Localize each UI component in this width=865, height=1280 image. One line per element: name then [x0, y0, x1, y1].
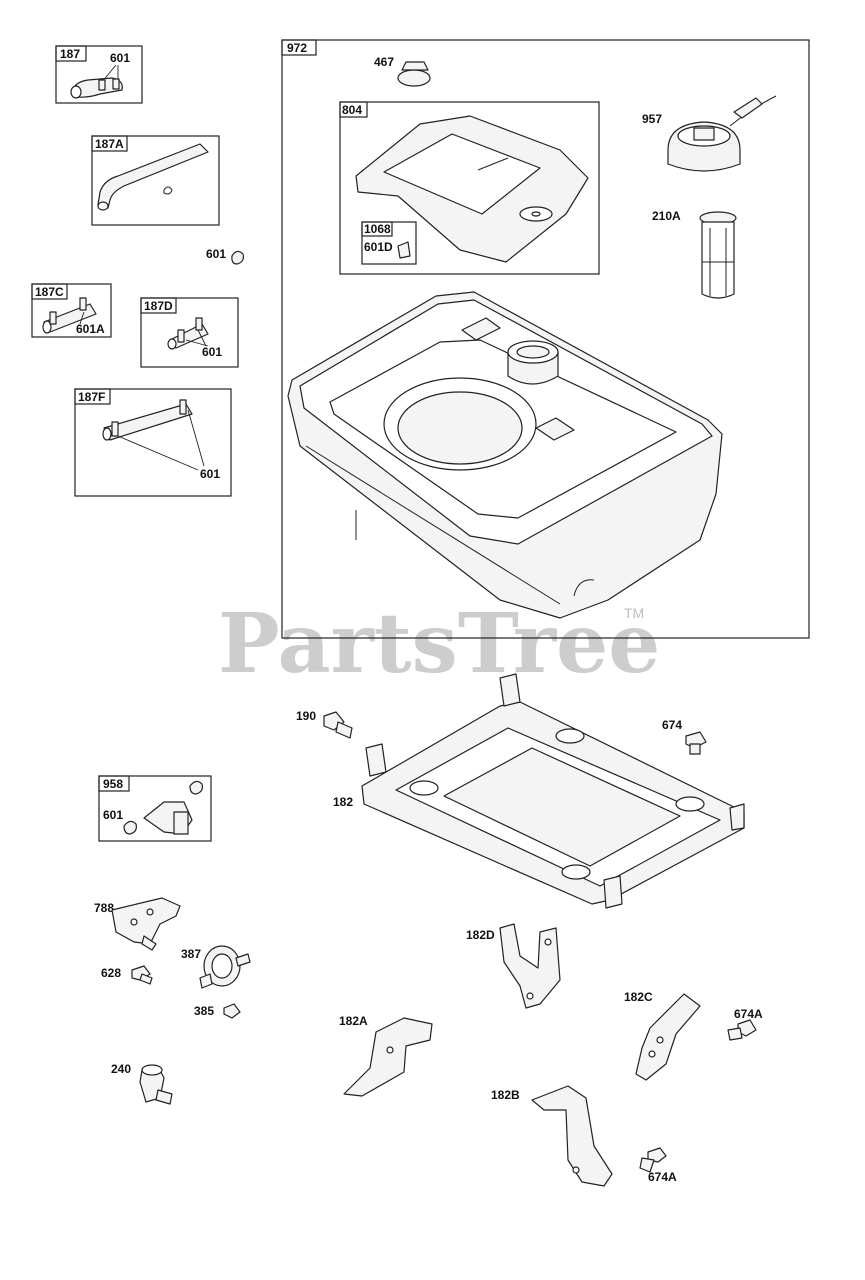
part-467-cap[interactable]: 467 [374, 55, 431, 87]
callout-601-187D: 601 [202, 345, 222, 359]
part-601-loose[interactable]: 601 [206, 247, 244, 265]
kit-804[interactable]: 804 1068 601D [339, 101, 600, 275]
callout-957: 957 [642, 112, 662, 126]
box-label-187A: 187A [95, 137, 124, 151]
callout-674: 674 [662, 718, 682, 732]
part-fuel-tank[interactable] [287, 291, 723, 619]
kit-187D[interactable]: 187D 601 [140, 297, 239, 368]
callout-628: 628 [101, 966, 121, 980]
callout-601D: 601D [364, 240, 393, 254]
callout-601-958: 601 [103, 808, 123, 822]
part-788-bracket[interactable]: 788 [94, 897, 181, 951]
callout-182B: 182B [491, 1088, 520, 1102]
box-label-804: 804 [342, 103, 362, 117]
box-label-1068: 1068 [364, 222, 391, 236]
kit-187A[interactable]: 187A [91, 135, 220, 226]
callout-240: 240 [111, 1062, 131, 1076]
part-628-bolt[interactable]: 628 [101, 965, 153, 985]
part-240-valve[interactable]: 240 [111, 1062, 173, 1105]
part-674A-bolt-upper[interactable]: 674A [727, 1007, 763, 1041]
part-210A-strainer[interactable]: 210A [652, 209, 737, 299]
part-674-bolt[interactable]: 674 [662, 718, 707, 755]
part-385-bolt[interactable]: 385 [194, 1003, 241, 1019]
callout-674A-lower: 674A [648, 1170, 677, 1184]
callout-182: 182 [333, 795, 353, 809]
kit-187[interactable]: 187 601 [55, 45, 143, 104]
callout-385: 385 [194, 1004, 214, 1018]
part-182D-bracket[interactable]: 182D [466, 923, 561, 1009]
callout-674A-upper: 674A [734, 1007, 763, 1021]
callout-182C: 182C [624, 990, 653, 1004]
box-label-187C: 187C [35, 285, 64, 299]
box-label-972: 972 [287, 41, 307, 55]
callout-182A: 182A [339, 1014, 368, 1028]
callout-467: 467 [374, 55, 394, 69]
box-label-187D: 187D [144, 299, 173, 313]
part-182A-bracket[interactable]: 182A [339, 1014, 433, 1097]
box-label-958: 958 [103, 777, 123, 791]
callout-210A: 210A [652, 209, 681, 223]
watermark-text: PartsTree [218, 596, 660, 692]
part-182C-bracket[interactable]: 182C [624, 990, 701, 1081]
part-674A-bolt-lower[interactable]: 674A [639, 1147, 677, 1184]
kit-958[interactable]: 958 601 [98, 775, 212, 842]
callout-182D: 182D [466, 928, 495, 942]
callout-788: 788 [94, 901, 114, 915]
box-label-187F: 187F [78, 390, 105, 404]
part-182-frame[interactable]: 182 [333, 673, 745, 909]
kit-1068[interactable]: 1068 601D [361, 221, 417, 265]
kit-187F[interactable]: 187F 601 [74, 388, 232, 497]
watermark-tm: TM [624, 605, 644, 621]
kit-972[interactable]: 972 467 957 210A 80 [281, 39, 810, 639]
part-387-fuel-pump[interactable]: 387 [181, 945, 251, 989]
callout-387: 387 [181, 947, 201, 961]
callout-601: 601 [110, 51, 130, 65]
part-190-bolt[interactable]: 190 [296, 709, 353, 739]
part-182B-bracket[interactable]: 182B [491, 1085, 613, 1187]
box-label-187: 187 [60, 47, 80, 61]
callout-601A: 601A [76, 322, 105, 336]
kit-187C[interactable]: 187C 601A [31, 283, 112, 338]
callout-601-loose: 601 [206, 247, 226, 261]
callout-601-187F: 601 [200, 467, 220, 481]
part-957-fuel-cap[interactable]: 957 [642, 95, 777, 172]
callout-190: 190 [296, 709, 316, 723]
